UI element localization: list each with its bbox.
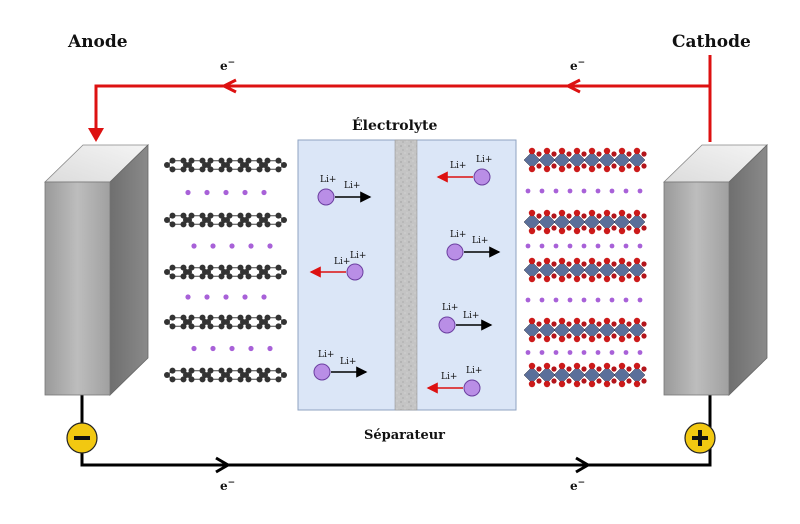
negative-terminal [66,422,98,454]
electron-label: e− [220,58,236,73]
electron-label: e− [570,478,586,493]
arrow-right-icon [575,456,591,474]
lithium-ion: Li+ Li+ [438,303,493,334]
lithium-ion-label: Li+ [472,236,488,246]
lithium-ion-label: Li+ [318,350,334,360]
graphite-layers-icon [164,157,287,383]
arrow-right-icon [215,456,231,474]
layered-metal-oxide-icon [523,147,647,388]
arrow-left-icon [220,78,237,94]
lithium-ion: Li+ Li+ [317,175,372,206]
lithium-ion-label: Li+ [476,155,492,165]
lithium-ion: Li+ Li+ [446,230,501,261]
lithium-ion-label: Li+ [450,161,466,171]
lithium-ion: Li+ Li+ [426,366,482,397]
positive-terminal [684,422,716,454]
lithium-ion-label: Li+ [350,251,366,261]
external-circuit-top [88,55,712,142]
separator [394,139,418,411]
electron-label: e− [220,478,236,493]
lithium-ion-label: Li+ [466,366,482,376]
cathode-block [663,144,768,396]
arrow-left-icon [564,78,581,94]
electron-label: e− [570,58,586,73]
separator-label: Séparateur [364,428,446,443]
arrow-down-icon [88,128,104,142]
lithium-ions: Li+Li+Li+Li+Li+Li+Li+Li+Li+Li+Li+Li+Li+L… [309,155,501,397]
cathode-label: Cathode [672,32,751,52]
anode-block [44,144,149,396]
lithium-ion: Li+ Li+ [313,350,368,381]
lithium-ion: Li+Li+ [309,251,366,281]
lithium-ion-label: Li+ [320,175,336,185]
lithium-ion-label: Li+ [340,357,356,367]
lithium-ion-label: Li+ [442,303,458,313]
lithium-ion: Li+ Li+ [436,155,492,186]
lithium-ion-label: Li+ [450,230,466,240]
lithium-ion-label: Li+ [334,257,350,267]
lithium-ion-label: Li+ [441,372,457,382]
lithium-ion-label: Li+ [344,181,360,191]
lithium-ion-label: Li+ [463,311,479,321]
anode-label: Anode [68,32,128,52]
electrolyte-label: Électrolyte [352,118,438,134]
